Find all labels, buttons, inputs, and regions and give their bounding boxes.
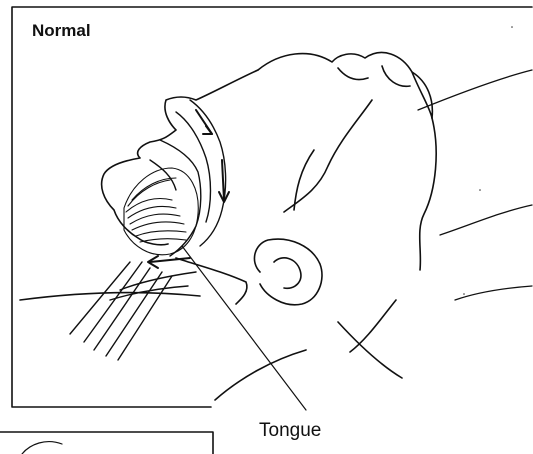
trachea-tubes [70, 262, 196, 360]
diagram-title: Normal [32, 21, 91, 41]
pillow-outline [418, 70, 532, 300]
head-outline [20, 53, 436, 400]
airway [148, 100, 229, 268]
second-panel-head-outline [22, 442, 62, 454]
second-panel-frame [0, 432, 213, 454]
tongue-leader-line [182, 246, 306, 410]
tongue-label: Tongue [259, 420, 321, 442]
tongue-shape [124, 168, 198, 255]
normal-panel-frame [12, 7, 532, 407]
ear-outline [254, 239, 322, 305]
